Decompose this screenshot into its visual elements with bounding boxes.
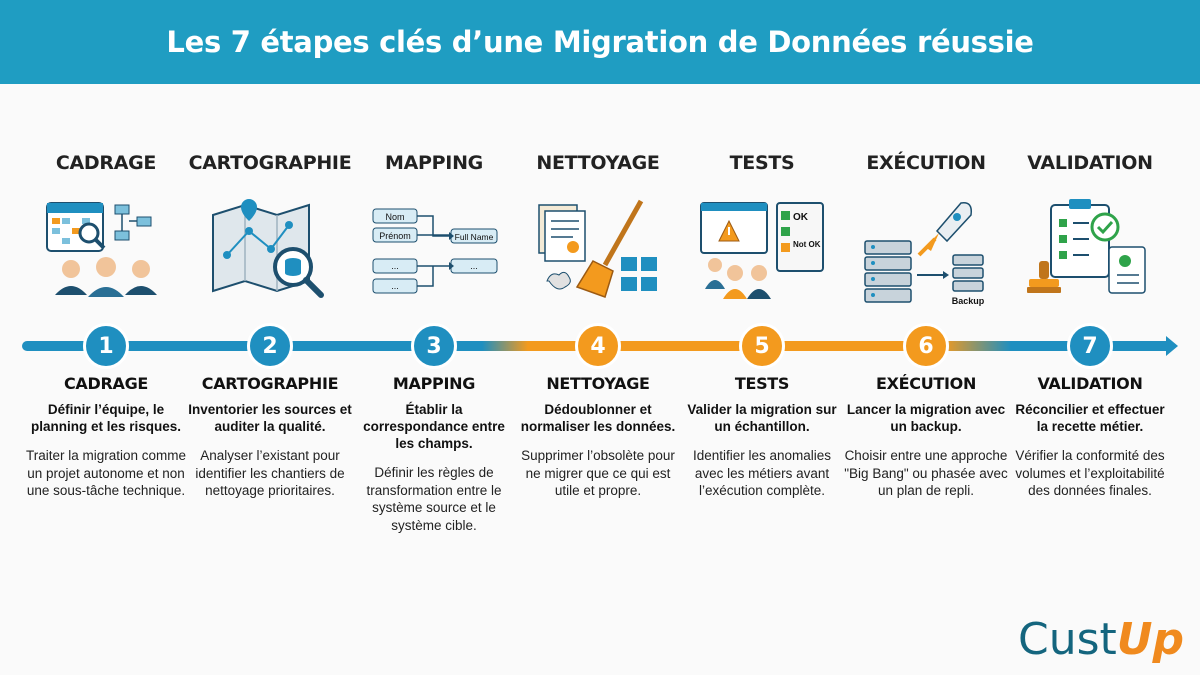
step-3-body: Définir les règles de transformation ent…	[366, 465, 502, 533]
team-planning-icon	[41, 195, 171, 310]
page-title: Les 7 étapes clés d’une Migration de Don…	[166, 25, 1034, 59]
step-1-body: Traiter la migration comme un projet aut…	[25, 448, 187, 498]
step-7-description: VALIDATION Réconcilier et effectuer la r…	[1008, 374, 1172, 500]
step-6-top-title: EXÉCUTION	[866, 152, 986, 174]
step-5-subtitle: Valider la migration sur un échantillon.	[687, 402, 837, 434]
rocket-server-icon: Backup	[861, 195, 991, 310]
step-5-number: 5	[739, 323, 785, 369]
step-5-title: TESTS	[734, 374, 790, 393]
field-mapping-icon: Nom Prénom ... ... Full Name ...	[369, 195, 499, 310]
step-4-body: Supprimer l’obsolète pour ne migrer que …	[521, 448, 675, 498]
step-4-title: NETTOYAGE	[546, 374, 650, 393]
step-4-number: 4	[575, 323, 621, 369]
step-7-top-title: VALIDATION	[1027, 152, 1153, 174]
step-1-title: CADRAGE	[63, 374, 149, 393]
svg-text:Not OK: Not OK	[793, 240, 821, 249]
svg-text:Backup: Backup	[952, 296, 985, 306]
step-4-description: NETTOYAGE Dédoublonner et normaliser les…	[516, 374, 680, 500]
header-banner: Les 7 étapes clés d’une Migration de Don…	[0, 0, 1200, 84]
svg-text:...: ...	[391, 261, 399, 271]
step-2-description: CARTOGRAPHIE Inventorier les sources et …	[188, 374, 352, 500]
step-1-top-title: CADRAGE	[55, 152, 157, 174]
step-7-subtitle: Réconcilier et effectuer la recette méti…	[1015, 402, 1165, 434]
step-5-description: TESTS Valider la migration sur un échant…	[680, 374, 844, 500]
step-6-number: 6	[903, 323, 949, 369]
svg-text:Prénom: Prénom	[379, 231, 411, 241]
broom-cleaning-icon	[533, 195, 663, 310]
step-6-subtitle: Lancer la migration avec un backup.	[846, 402, 1006, 434]
step-2-title: CARTOGRAPHIE	[201, 374, 339, 393]
stamp-validation-icon	[1025, 195, 1155, 310]
svg-text:...: ...	[470, 261, 478, 271]
step-6-body: Choisir entre une approche "Big Bang" ou…	[844, 448, 1008, 498]
step-1-description: CADRAGE Définir l’équipe, le planning et…	[24, 374, 188, 500]
step-5-body: Identifier les anomalies avec les métier…	[692, 448, 832, 498]
step-3-top-title: MAPPING	[385, 152, 483, 174]
step-4-subtitle: Dédoublonner et normaliser les données.	[520, 402, 676, 434]
step-3-number: 3	[411, 323, 457, 369]
step-2-top-title: CARTOGRAPHIE	[188, 152, 352, 174]
svg-text:OK: OK	[793, 212, 809, 223]
step-5-top-title: TESTS	[729, 152, 795, 174]
step-6-description: EXÉCUTION Lancer la migration avec un ba…	[844, 374, 1008, 500]
step-6-title: EXÉCUTION	[875, 374, 977, 393]
step-3-description: MAPPING Établir la correspondance entre …	[352, 374, 516, 534]
step-1-subtitle: Définir l’équipe, le planning et les ris…	[30, 402, 182, 434]
step-7-title: VALIDATION	[1037, 374, 1143, 393]
testing-checklist-icon: OK Not OK	[697, 195, 827, 310]
step-4-top-title: NETTOYAGE	[536, 152, 660, 174]
svg-text:Nom: Nom	[385, 212, 404, 222]
svg-text:...: ...	[391, 281, 399, 291]
step-3-subtitle: Établir la correspondance entre les cham…	[363, 402, 505, 451]
step-3-title: MAPPING	[392, 374, 476, 393]
svg-text:Full Name: Full Name	[455, 232, 494, 242]
step-2-body: Analyser l’existant pour identifier les …	[195, 448, 345, 498]
step-2-subtitle: Inventorier les sources et auditer la qu…	[188, 402, 352, 434]
step-1-number: 1	[83, 323, 129, 369]
map-database-icon	[205, 195, 335, 310]
step-2-number: 2	[247, 323, 293, 369]
step-7-body: Vérifier la conformité des volumes et l’…	[1015, 448, 1165, 498]
custup-logo: CustUp	[1017, 614, 1184, 665]
step-7-number: 7	[1067, 323, 1113, 369]
